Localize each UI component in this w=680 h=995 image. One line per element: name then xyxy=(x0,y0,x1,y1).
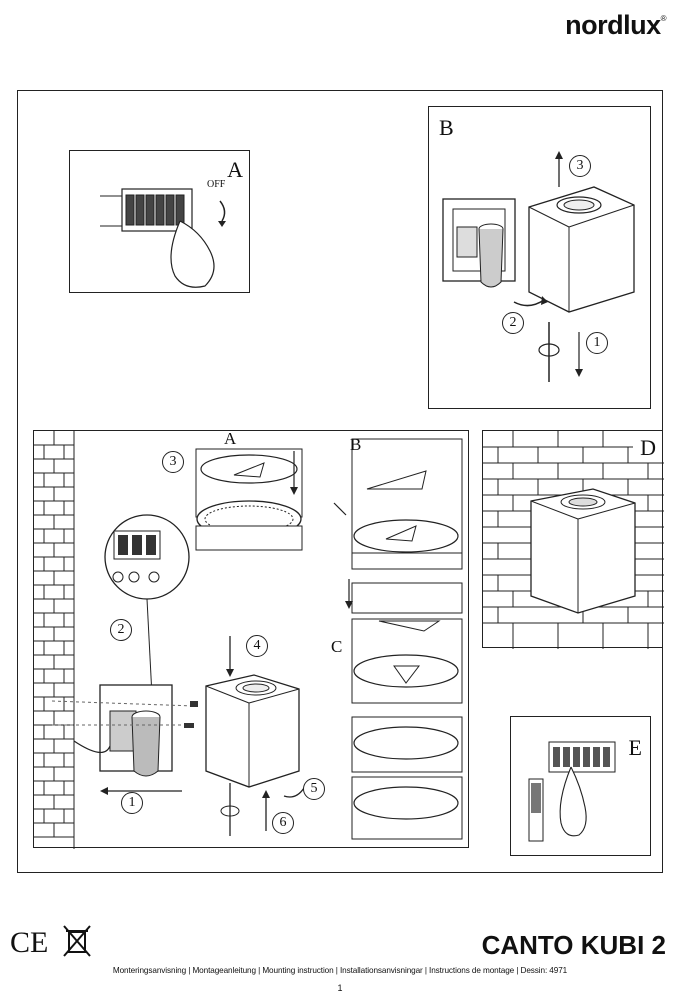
panel-b-remove-cover: B 3 2 1 xyxy=(428,106,651,409)
panel-b-step-3: 3 xyxy=(569,155,591,177)
panel-a-power-off: A OFF xyxy=(69,150,250,293)
breaker-on-drawing xyxy=(528,741,616,842)
panel-e-letter: E xyxy=(628,735,642,760)
registered-mark: ® xyxy=(660,14,667,23)
panel-d-installed: D xyxy=(482,430,664,649)
main-step-6: 6 xyxy=(272,812,294,834)
breaker-hand-drawing xyxy=(100,188,226,288)
main-step-2: 2 xyxy=(110,619,132,641)
main-letter-b: B xyxy=(350,435,362,454)
installation-drawing xyxy=(34,431,463,849)
brand-name: nordlux xyxy=(565,10,661,40)
panel-e-power-on: E xyxy=(510,716,651,856)
main-step-4: 4 xyxy=(246,635,268,657)
panel-d-letter: D xyxy=(640,435,656,460)
crossed-bin-icon xyxy=(63,925,91,957)
panel-main-installation: 3 2 4 1 5 6 A B C xyxy=(33,429,469,849)
main-step-1: 1 xyxy=(121,792,143,814)
main-step-5: 5 xyxy=(303,778,325,800)
panel-a-letter: A xyxy=(227,157,243,182)
brand-logo: nordlux® xyxy=(565,10,666,41)
panel-b-step-1: 1 xyxy=(586,332,608,354)
installed-lamp-drawing xyxy=(483,431,664,649)
ce-mark: CE xyxy=(10,926,49,959)
main-letter-c: C xyxy=(331,637,343,656)
main-letter-a: A xyxy=(224,429,237,448)
footer-languages: Monteringsanvisning | Montageanleitung |… xyxy=(112,966,568,975)
panel-b-letter: B xyxy=(439,115,454,140)
off-label: OFF xyxy=(207,179,226,190)
main-step-3: 3 xyxy=(162,451,184,473)
product-model: CANTO KUBI 2 xyxy=(481,930,666,960)
panel-b-step-2: 2 xyxy=(502,312,524,334)
cover-removal-drawing xyxy=(442,151,635,382)
page-number: 1 xyxy=(337,983,343,993)
